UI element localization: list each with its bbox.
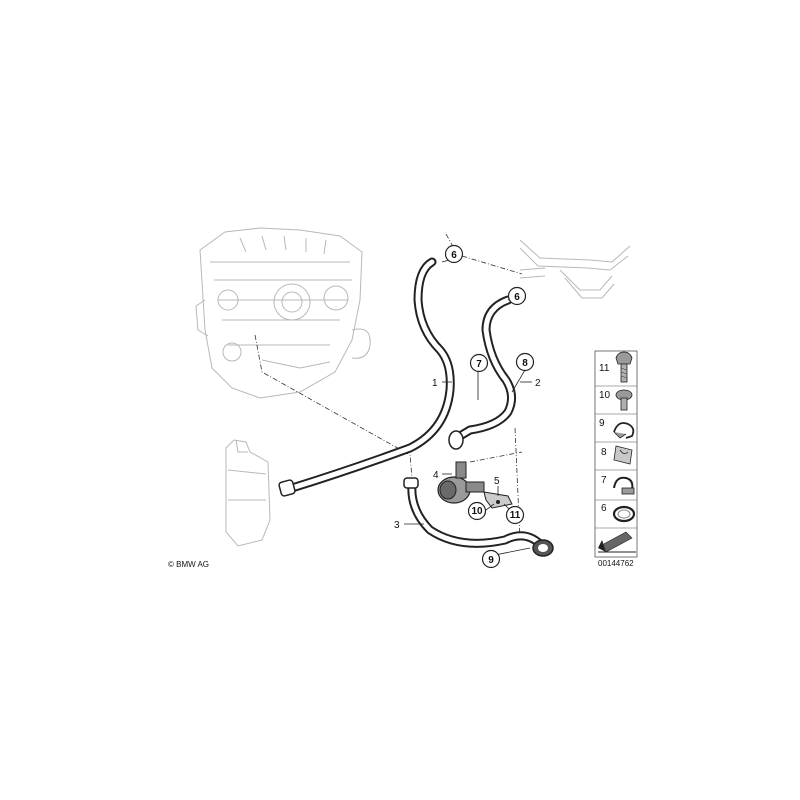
alignment-lines xyxy=(254,231,523,541)
direction-arrow-icon xyxy=(598,531,636,553)
hose-clamp-icon xyxy=(613,422,635,439)
pump-bracket xyxy=(483,491,513,509)
svg-text:11: 11 xyxy=(510,510,521,521)
hose-clip-icon xyxy=(613,445,633,465)
heater-pipes-illustration xyxy=(519,239,631,299)
svg-text:9: 9 xyxy=(488,555,494,566)
expansion-tank-illustration xyxy=(225,439,271,547)
circled-label-9: 9 xyxy=(481,549,501,569)
hose-1 xyxy=(278,257,455,497)
electric-water-pump xyxy=(437,461,485,504)
part-label-4: 4 xyxy=(433,470,439,481)
svg-text:7: 7 xyxy=(476,359,482,370)
svg-text:6: 6 xyxy=(451,250,457,261)
band-clamp-icon xyxy=(612,505,636,523)
engine-block-illustration xyxy=(195,227,371,399)
bolt-icon xyxy=(615,351,633,383)
part-label-2: 2 xyxy=(535,378,541,389)
legend-number-9: 9 xyxy=(599,418,605,429)
svg-text:10: 10 xyxy=(471,506,483,517)
legend-number-7: 7 xyxy=(601,475,607,486)
circled-label-6-upper: 6 xyxy=(444,244,464,264)
spring-clamp-icon xyxy=(613,476,635,495)
hardware-legend: 11 10 9 8 7 6 xyxy=(594,350,638,558)
copyright-text: © BMW AG xyxy=(168,560,209,569)
circled-label-6-right: 6 xyxy=(507,286,527,306)
svg-text:8: 8 xyxy=(522,358,528,369)
svg-text:6: 6 xyxy=(514,292,520,303)
hose-2 xyxy=(448,295,516,450)
part-label-3: 3 xyxy=(394,520,400,531)
screw-icon xyxy=(615,389,633,411)
part-label-5: 5 xyxy=(494,476,500,487)
part-label-1: 1 xyxy=(432,378,438,389)
diagram-id: 00144762 xyxy=(598,559,634,568)
legend-number-6: 6 xyxy=(601,503,607,514)
circled-label-7: 7 xyxy=(469,353,489,373)
circled-label-8: 8 xyxy=(515,352,535,372)
legend-number-11: 11 xyxy=(599,363,610,374)
circled-label-10: 10 xyxy=(467,501,487,521)
circled-label-11: 11 xyxy=(505,505,525,525)
legend-number-8: 8 xyxy=(601,447,607,458)
legend-number-10: 10 xyxy=(599,390,611,401)
hose-3 xyxy=(403,477,554,557)
